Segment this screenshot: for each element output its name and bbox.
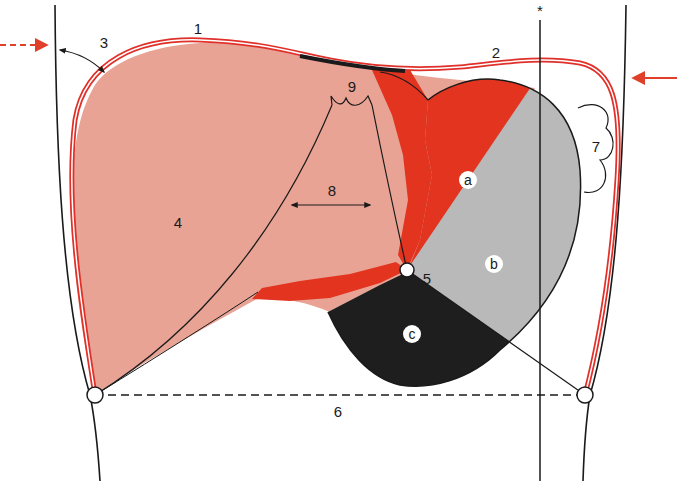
reference-line: [407, 270, 585, 395]
pressure-arrow: [634, 77, 677, 79]
region-letter: b: [485, 255, 503, 273]
stomach-outline: [328, 79, 581, 386]
callout-number: 7: [592, 139, 600, 154]
callout-number: 5: [423, 271, 431, 286]
pressure-arrow: [0, 44, 46, 46]
width-arrow: [292, 204, 370, 205]
callout-number: 8: [328, 183, 336, 198]
callout-number: 1: [194, 21, 202, 36]
callout-number: 3: [100, 35, 108, 50]
callout-number: *: [537, 3, 543, 18]
dimension-arc: [60, 50, 104, 72]
callout-number: 2: [492, 45, 500, 60]
reference-point: [87, 387, 103, 403]
gas-bubbles: [578, 105, 613, 193]
red-band: [372, 70, 432, 270]
red-band: [252, 262, 407, 301]
liver-edge: [95, 292, 258, 395]
ligament-top: [331, 96, 372, 105]
peritoneum-outline: [72, 40, 618, 395]
ligament-line: [95, 105, 332, 395]
peritoneum-outline: [72, 40, 618, 395]
callout-number: 4: [174, 215, 182, 230]
region-letter: c: [403, 325, 421, 343]
stomach-outline: [380, 72, 428, 100]
callout-number: 9: [348, 79, 356, 94]
reference-point: [577, 387, 593, 403]
vertical-line: [539, 20, 541, 481]
contact-segment: [300, 56, 405, 71]
region-letter: a: [459, 171, 477, 189]
ligament-line: [372, 105, 407, 270]
reference-point: [400, 263, 414, 277]
callout-number: 6: [334, 404, 342, 419]
dashed-line: [95, 394, 585, 395]
